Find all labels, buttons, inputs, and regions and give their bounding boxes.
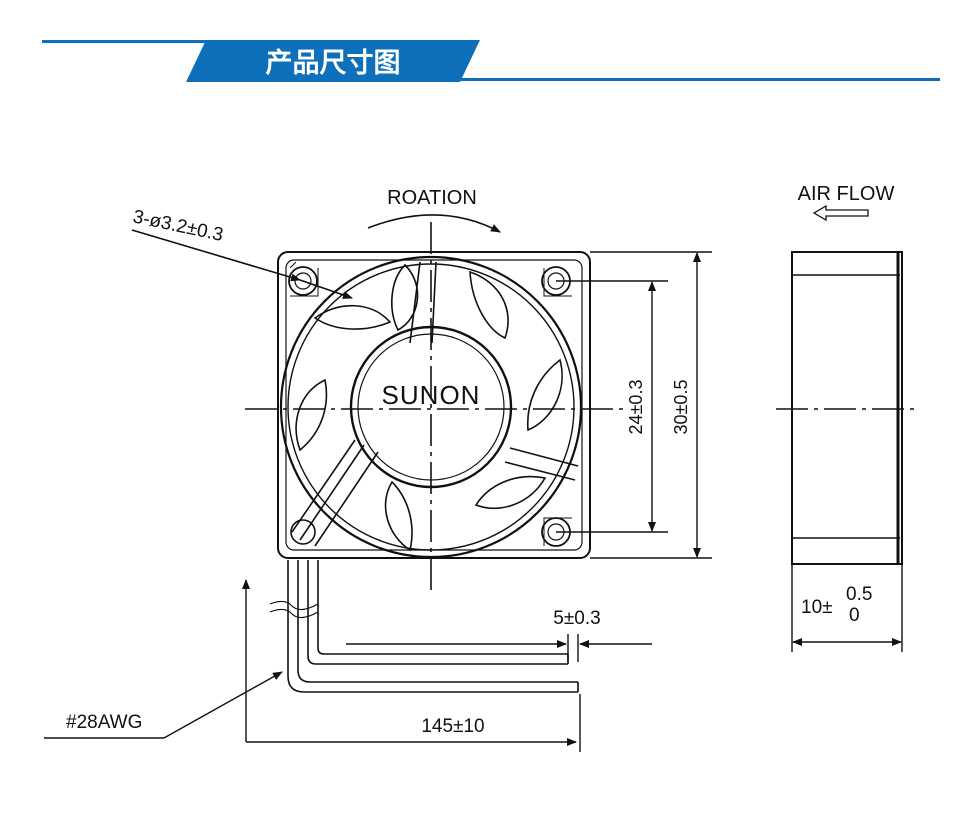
wire-gauge-label: #28AWG: [66, 712, 142, 733]
header-rule-right: [205, 78, 940, 81]
dim-strip-length: 5±0.3: [553, 608, 600, 629]
header-banner: 产品尺寸图: [42, 40, 940, 82]
wire-exit-corner: [290, 519, 316, 545]
dim-thickness-lower: 0: [849, 605, 860, 626]
lead-wires: [269, 560, 579, 693]
airflow-indicator: AIR FLOW: [798, 183, 895, 222]
rotation-label: ROATION: [387, 187, 477, 209]
mounting-hole-top-left: [288, 266, 318, 296]
dim-hole-spacing: 24±0.3: [626, 380, 646, 435]
airflow-label: AIR FLOW: [798, 183, 895, 205]
dim-frame-size: 30±0.5: [671, 380, 691, 435]
fan-front-view: [277, 251, 591, 559]
rotation-arrow: [367, 214, 501, 233]
fan-side-view: [791, 251, 903, 652]
height-dimensions: [556, 251, 712, 559]
header-title-tab: [186, 40, 480, 82]
wire-length-dimension: [242, 579, 581, 752]
page-title: 产品尺寸图: [266, 48, 401, 78]
center-lines: [245, 222, 918, 590]
dim-wire-length: 145±10: [421, 716, 484, 737]
header-rule-left: [42, 40, 212, 43]
dim-thickness-upper: 0.5: [846, 584, 872, 605]
airflow-arrow-icon: [812, 204, 869, 222]
rotation-indicator: ROATION: [367, 187, 501, 233]
wire-gauge-callout: #28AWG: [44, 671, 283, 739]
strip-dimension: [346, 634, 652, 662]
fan-blades: [295, 263, 563, 552]
venturi-ring-outer: [279, 255, 583, 559]
fan-spokes: [291, 261, 579, 547]
dim-thickness-base: 10±: [801, 597, 833, 618]
hole-diameter-label: 3-ø3.2±0.3: [131, 206, 225, 246]
side-body: [791, 251, 903, 565]
